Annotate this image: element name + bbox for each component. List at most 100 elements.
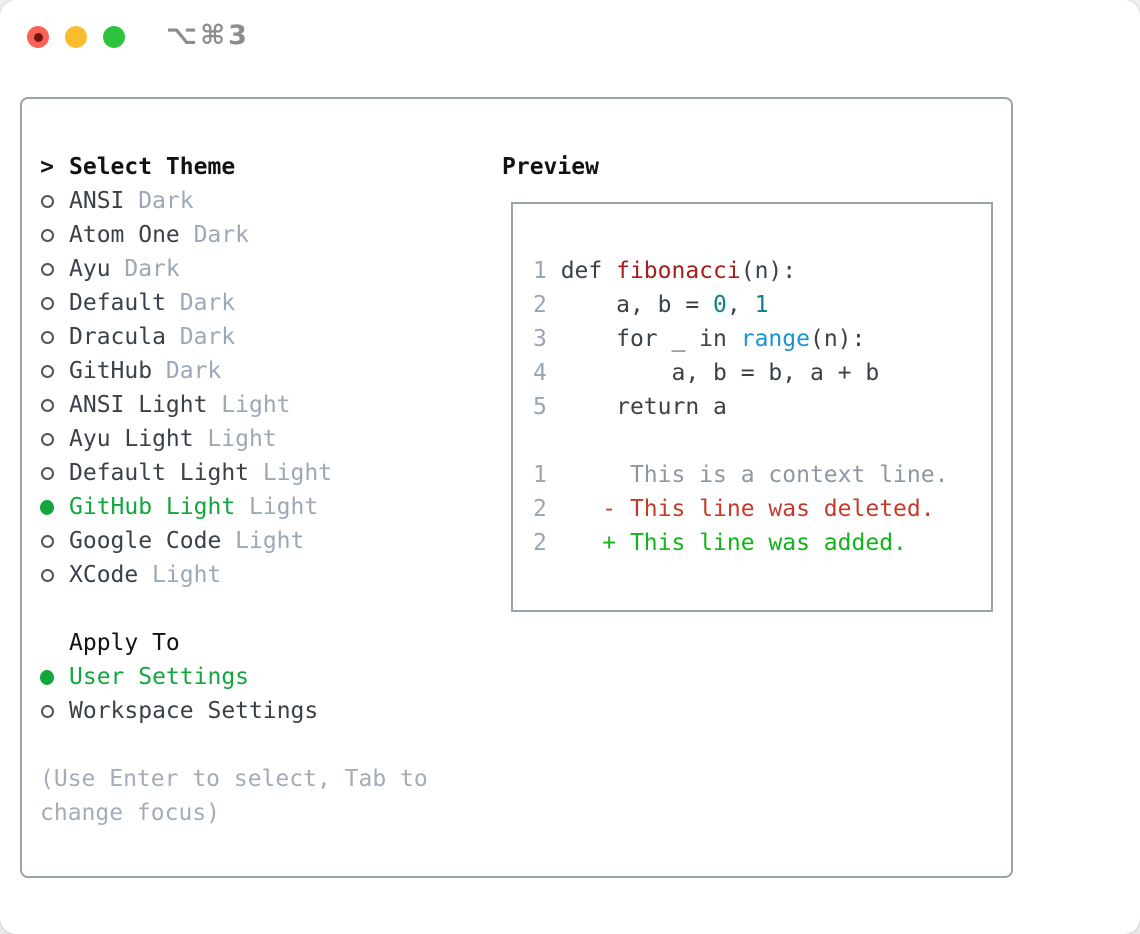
preview-line-1: 1 def fibonacci(n): bbox=[533, 254, 991, 288]
radio-icon bbox=[40, 466, 54, 480]
theme-name-label: XCode bbox=[69, 562, 139, 588]
radio-icon bbox=[40, 364, 54, 378]
theme-variant-tag: Dark bbox=[179, 324, 236, 350]
line-number: 1 bbox=[533, 462, 561, 488]
preview-line-2: 2 a, b = 0, 1 bbox=[533, 288, 991, 322]
preview-line-4: 4 a, b = b, a + b bbox=[533, 356, 991, 390]
theme-option-github[interactable]: GitHub Dark bbox=[40, 354, 472, 388]
marker-slot bbox=[40, 364, 54, 378]
radio-icon bbox=[40, 432, 54, 446]
code-segment-plain: (n): bbox=[809, 326, 866, 352]
radio-icon bbox=[40, 262, 54, 276]
marker-slot bbox=[40, 262, 54, 276]
prompt-icon: > bbox=[40, 154, 54, 180]
apply-option-label: Workspace Settings bbox=[69, 698, 319, 724]
theme-name-label: Default Light bbox=[69, 460, 250, 486]
theme-variant-tag: Light bbox=[207, 426, 277, 452]
apply-option-user-settings[interactable]: User Settings bbox=[40, 660, 472, 694]
marker-slot bbox=[40, 228, 54, 242]
theme-variant-tag: Dark bbox=[138, 188, 194, 214]
marker-slot bbox=[40, 330, 54, 344]
preview-line-8: 2 - This line was deleted. bbox=[533, 492, 991, 526]
line-number: 2 bbox=[533, 496, 561, 522]
theme-option-xcode[interactable]: XCode Light bbox=[40, 558, 472, 592]
theme-name-label: GitHub bbox=[69, 358, 153, 384]
select-theme-title: Select Theme bbox=[69, 154, 236, 180]
close-button-icon[interactable] bbox=[27, 26, 49, 48]
traffic-lights bbox=[27, 26, 125, 48]
code-segment-plain: a, b = b, a + b bbox=[560, 360, 880, 386]
theme-option-dracula[interactable]: Dracula Dark bbox=[40, 320, 472, 354]
preview-line-7: 1 This is a context line. bbox=[533, 458, 991, 492]
theme-option-google-code[interactable]: Google Code Light bbox=[40, 524, 472, 558]
theme-name-label: ANSI bbox=[69, 188, 125, 214]
marker-slot bbox=[40, 568, 54, 582]
theme-name-label: Google Code bbox=[69, 528, 222, 554]
code-segment-func: fibonacci bbox=[616, 258, 741, 284]
radio-icon bbox=[40, 534, 54, 548]
preview-title: Preview bbox=[502, 154, 599, 180]
title-bar: ⌥⌘3 bbox=[0, 0, 1140, 74]
preview-line-3: 3 for _ in range(n): bbox=[533, 322, 991, 356]
theme-variant-tag: Dark bbox=[165, 358, 222, 384]
theme-variant-tag: Dark bbox=[179, 290, 236, 316]
radio-icon bbox=[40, 330, 54, 344]
code-segment-number: 1 bbox=[754, 292, 769, 318]
code-segment-number: 0 bbox=[713, 292, 727, 318]
theme-name-label: ANSI Light bbox=[69, 392, 208, 418]
zoom-button-icon[interactable] bbox=[103, 26, 125, 48]
code-segment-plain: def bbox=[560, 258, 617, 284]
code-segment-plain: , bbox=[726, 292, 755, 318]
theme-option-ansi-light[interactable]: ANSI Light Light bbox=[40, 388, 472, 422]
theme-name-label: Dracula bbox=[69, 324, 166, 350]
theme-name-label: Atom One bbox=[69, 222, 180, 248]
code-segment-deleted: - This line was deleted. bbox=[560, 496, 935, 522]
marker-slot bbox=[40, 432, 54, 446]
line-number bbox=[533, 428, 561, 454]
apply-option-workspace-settings[interactable]: Workspace Settings bbox=[40, 694, 472, 728]
theme-variant-tag: Light bbox=[235, 528, 305, 554]
line-number: 2 bbox=[533, 292, 561, 318]
code-segment-plain: a, b = bbox=[560, 292, 714, 318]
code-segment-plain: for _ in bbox=[560, 326, 741, 352]
select-theme-header: > Select Theme bbox=[40, 150, 472, 184]
marker-slot bbox=[40, 534, 54, 548]
preview-line-5: 5 return a bbox=[533, 390, 991, 424]
code-segment-added: + This line was added. bbox=[560, 530, 907, 556]
marker-slot bbox=[40, 466, 54, 480]
theme-option-ansi[interactable]: ANSI Dark bbox=[40, 184, 472, 218]
apply-option-label: User Settings bbox=[69, 664, 250, 690]
theme-variant-tag: Light bbox=[248, 494, 319, 520]
marker-slot bbox=[40, 194, 54, 208]
preview-line-9: 2 + This line was added. bbox=[533, 526, 991, 560]
line-number: 1 bbox=[533, 258, 561, 284]
window-title: ⌥⌘3 bbox=[166, 20, 250, 51]
marker-slot bbox=[40, 398, 54, 412]
spacer bbox=[40, 592, 472, 626]
theme-variant-tag: Light bbox=[152, 562, 222, 588]
radio-icon bbox=[40, 296, 54, 310]
radio-icon bbox=[40, 568, 54, 582]
theme-variant-tag: Light bbox=[221, 392, 291, 418]
radio-icon bbox=[40, 398, 54, 412]
code-segment-plain: (n): bbox=[740, 258, 797, 284]
minimize-button-icon[interactable] bbox=[65, 26, 87, 48]
apply-to-title: Apply To bbox=[69, 630, 180, 656]
code-segment-plain: return a bbox=[560, 394, 727, 420]
theme-variant-tag: Dark bbox=[124, 256, 180, 282]
marker-slot bbox=[40, 704, 54, 718]
line-number: 4 bbox=[533, 360, 561, 386]
